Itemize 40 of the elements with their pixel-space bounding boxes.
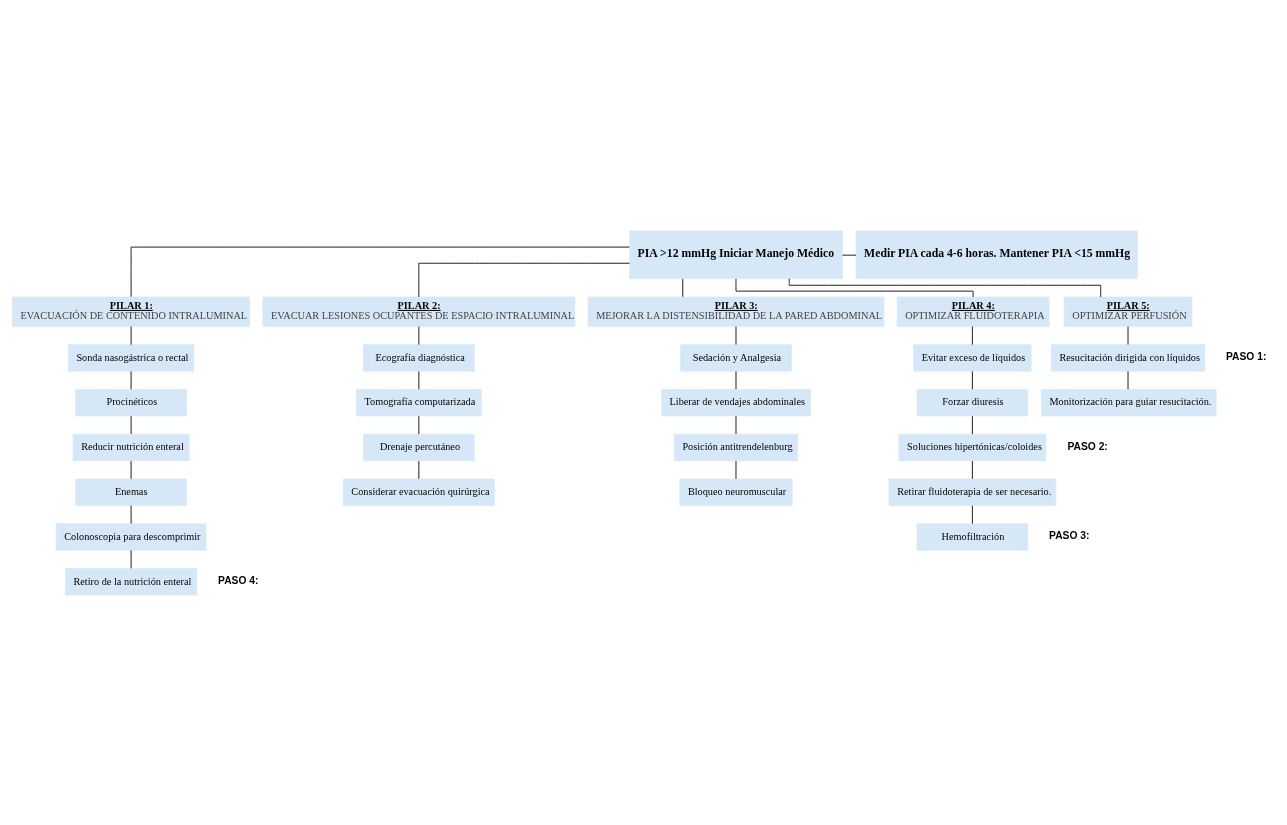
node-box: PILAR 1: EVACUACIÓN DE CONTENIDO INTRALUMINAL xyxy=(12,296,250,327)
node-box: PIA >12 mmHg Iniciar Manejo Médico xyxy=(629,230,843,279)
node-box: Considerar evacuación quirúrgica xyxy=(342,478,495,506)
node-box: Evitar exceso de líquidos xyxy=(913,343,1032,371)
node-box: Colonoscopia para descomprimir xyxy=(55,523,207,551)
node-box: Liberar de vendajes abdominales xyxy=(661,388,811,416)
node-box: Reducir nutrición enteral xyxy=(72,433,190,461)
connector xyxy=(971,370,973,390)
connector xyxy=(418,262,630,297)
node-box: Monitorización para guiar resucitación. xyxy=(1041,388,1217,416)
node-box: Ecografía diagnóstica xyxy=(363,343,475,371)
node-box: Sedación y Analgesia xyxy=(680,343,792,371)
node-box: PILAR 4: OPTIMIZAR FLUIDOTERAPIA xyxy=(896,296,1050,327)
node-box: Retiro de la nutrición enteral xyxy=(65,567,198,595)
node-box: Enemas xyxy=(75,478,187,506)
node-box: Retirar fluidoterapia de ser necesario. xyxy=(888,478,1057,506)
node-box: Forzar diuresis xyxy=(916,388,1029,416)
label: PASO 1: xyxy=(1226,350,1267,362)
connector xyxy=(971,504,973,524)
node-box: PILAR 3: MEJORAR LA DISTENSIBILIDAD DE LA PARED ABDOMINAL xyxy=(587,296,885,327)
node-box: PILAR 5: OPTIMIZAR PERFUSIÓN xyxy=(1063,296,1193,327)
node-box: Posición antitrendelenburg xyxy=(673,433,799,461)
label: PASO 3: xyxy=(1049,529,1090,541)
label: PASO 4: xyxy=(218,574,259,586)
node-box: Tomografía computarizada xyxy=(356,388,482,416)
node-box: Hemofiltración xyxy=(916,523,1029,551)
node-box: Sonda nasogástrica o rectal xyxy=(67,343,195,371)
connector xyxy=(971,460,973,479)
node-box: Medir PIA cada 4-6 horas. Mantener PIA <15 mmHg xyxy=(855,230,1138,279)
node-box: Soluciones hipertónicas/coloides xyxy=(898,433,1047,461)
node-box: Drenaje percutáneo xyxy=(363,433,475,461)
node-box: Resucitación dirigida con líquidos xyxy=(1050,343,1206,371)
label: PASO 2: xyxy=(1067,439,1108,451)
connector xyxy=(788,277,1102,297)
connector xyxy=(130,246,630,297)
connector xyxy=(971,415,973,434)
node-box: Bloqueo neuromuscular xyxy=(679,478,793,506)
connector xyxy=(971,325,973,345)
node-box: PILAR 2: EVACUAR LESIONES OCUPANTES DE ESPACIO INTRALUMINAL xyxy=(262,296,576,327)
node-box: Procinéticos xyxy=(75,388,187,416)
